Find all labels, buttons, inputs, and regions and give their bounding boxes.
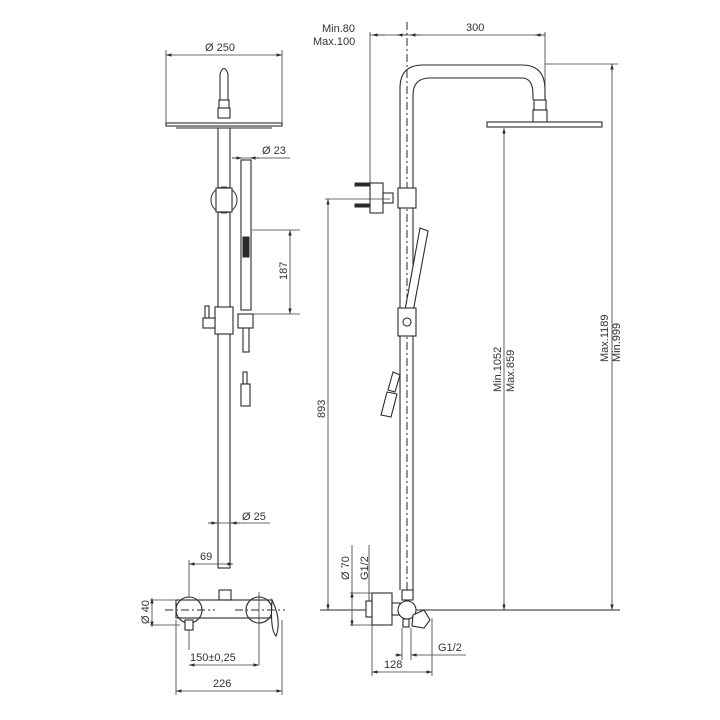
hand-shower-diameter-label: Ø 23 xyxy=(262,145,286,157)
mixer-width-label: 226 xyxy=(213,678,231,690)
wall-offset-max-label: Max.100 xyxy=(313,36,355,48)
head-height-max-label: Max.1189 xyxy=(599,315,611,363)
wall-offset-min-label: Min.80 xyxy=(322,23,355,35)
side-view: Min.80 Max.100 300 Max.1189 Min.999 Min.… xyxy=(313,22,623,676)
mixer-body-diameter-label: Ø 40 xyxy=(140,600,152,624)
slide-range-min-label: Min.1052 xyxy=(492,347,504,392)
slide-range-max-label: Max.859 xyxy=(505,350,517,392)
slider-holder xyxy=(202,305,254,353)
hand-shower-length-label: 187 xyxy=(278,262,290,280)
side-shower-head xyxy=(486,99,603,128)
bracket-height-label: 893 xyxy=(316,400,328,418)
outlet-thread-label: G1/2 xyxy=(438,642,462,654)
riser-offset-label: 69 xyxy=(200,551,212,563)
front-view: Ø 250 Ø 23 187 xyxy=(140,42,300,695)
hand-shower-nozzle-icon xyxy=(242,236,250,258)
arm-projection-label: 300 xyxy=(466,22,484,34)
inlet-thread-label: G1/2 xyxy=(359,556,371,580)
side-hand-shower xyxy=(404,227,429,313)
wall-mixer-side xyxy=(365,589,431,629)
wall-mixer-front xyxy=(165,589,285,665)
inlet-spacing-label: 150±0,25 xyxy=(190,652,236,664)
head-height-min-label: Min.999 xyxy=(611,323,623,362)
mixer-projection-label: 128 xyxy=(384,659,402,671)
escutcheon-diameter-label: Ø 70 xyxy=(340,556,352,580)
wall-bracket-ring xyxy=(210,186,238,214)
wall-bracket-side xyxy=(354,182,417,214)
riser-pipe xyxy=(217,127,231,569)
shower-head xyxy=(165,67,283,129)
head-diameter-label: Ø 250 xyxy=(205,42,235,54)
hand-shower xyxy=(240,159,252,311)
riser-diameter-label: Ø 25 xyxy=(242,511,266,523)
